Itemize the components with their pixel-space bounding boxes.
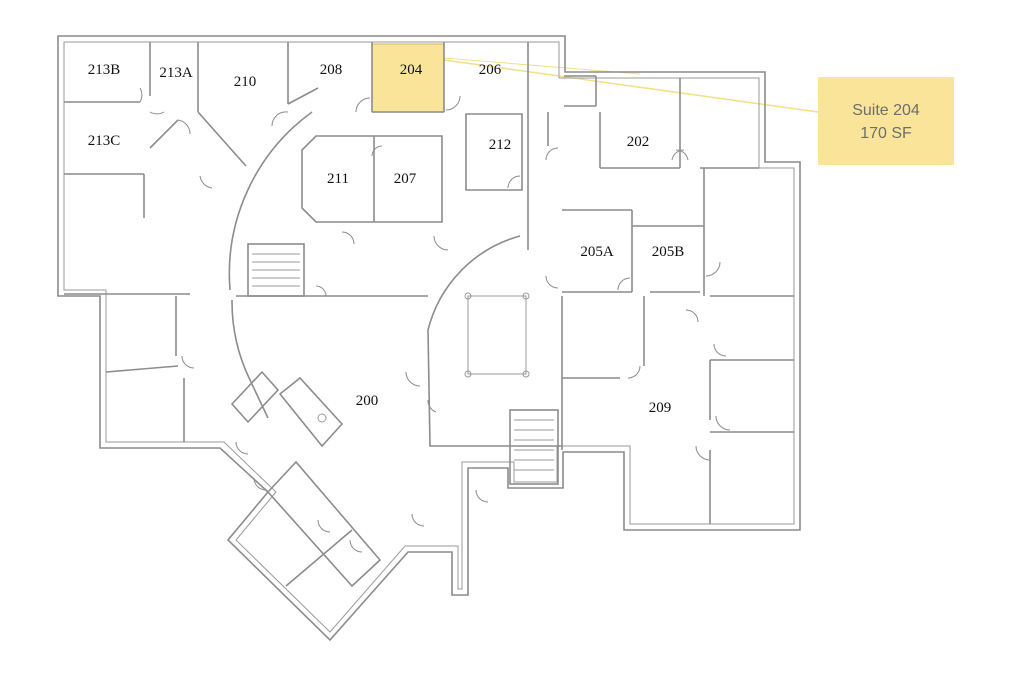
rooms-211-207 — [301, 135, 443, 223]
central-rotunda — [427, 235, 562, 447]
room-label-209[interactable]: 209 — [649, 400, 672, 416]
room-label-208[interactable]: 208 — [320, 62, 343, 78]
room-label-204[interactable]: 204 — [400, 62, 423, 78]
atrium — [464, 292, 530, 378]
callout-leader-top — [443, 59, 819, 113]
door-swings — [139, 87, 731, 553]
room-label-205A[interactable]: 205A — [580, 244, 614, 260]
interior-walls-left — [64, 42, 529, 295]
room-labels: 213B 213A 210 208 204 206 213C 212 202 2… — [88, 62, 685, 416]
stairs-right — [509, 409, 559, 485]
room-label-205B[interactable]: 205B — [652, 244, 685, 260]
circular-corridor-inner — [231, 299, 269, 419]
room-label-213C[interactable]: 213C — [88, 133, 121, 149]
suite-callout-box — [818, 77, 954, 165]
room-label-200[interactable]: 200 — [356, 393, 379, 409]
stairs-left — [236, 243, 428, 297]
circular-corridor-outer — [228, 111, 313, 291]
room-label-213B[interactable]: 213B — [88, 62, 121, 78]
building-outline — [57, 35, 801, 642]
callout-title: Suite 204 — [852, 102, 920, 119]
room-label-202[interactable]: 202 — [627, 134, 650, 150]
room-212-walls — [465, 113, 523, 191]
room-label-206[interactable]: 206 — [479, 62, 502, 78]
suite-204-highlight[interactable] — [371, 43, 445, 113]
room-label-211[interactable]: 211 — [327, 171, 349, 187]
callout-area: 170 SF — [860, 125, 912, 142]
lower-left-rooms — [105, 296, 382, 588]
room-label-207[interactable]: 207 — [394, 171, 417, 187]
interior-walls-right — [547, 75, 794, 524]
room-label-213A[interactable]: 213A — [159, 65, 193, 81]
room-label-212[interactable]: 212 — [489, 137, 512, 153]
room-label-210[interactable]: 210 — [234, 74, 257, 90]
